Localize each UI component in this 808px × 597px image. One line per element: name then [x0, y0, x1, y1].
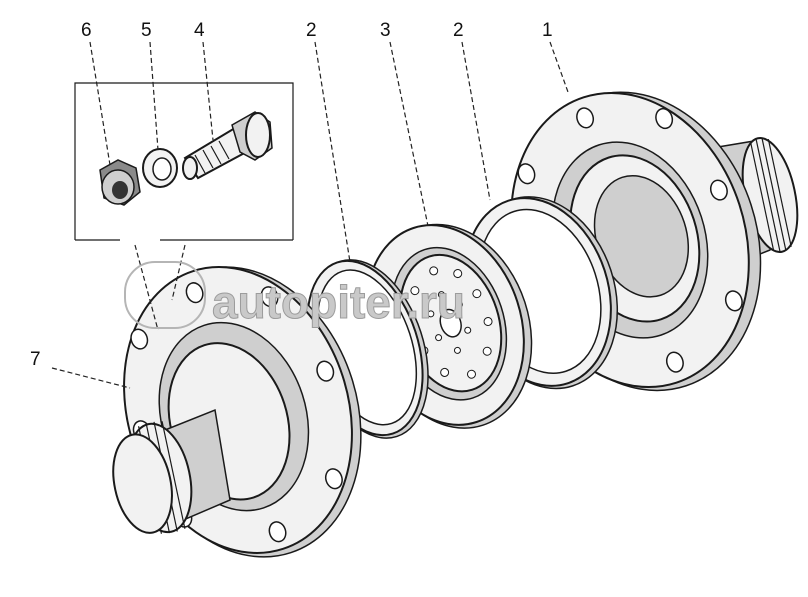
part-7-flange-left — [112, 266, 362, 558]
part-2-ring-right — [464, 196, 619, 390]
leader-lines — [51, 41, 569, 389]
watermark-text: autopiter.ru — [212, 276, 465, 328]
part-5-washer — [142, 148, 178, 188]
fastener-inset — [74, 82, 294, 241]
watermark: autopiter.ru — [124, 261, 466, 329]
callout-6: 6 — [81, 20, 92, 41]
callout-2-right: 2 — [453, 20, 464, 41]
callout-7: 7 — [30, 349, 41, 370]
callout-5: 5 — [141, 20, 152, 41]
watermark-logo-icon — [124, 261, 206, 329]
part-6-nut — [99, 159, 141, 206]
callout-2-left: 2 — [306, 20, 317, 41]
callout-1: 1 — [542, 20, 553, 41]
callout-3: 3 — [380, 20, 391, 41]
callout-4: 4 — [194, 20, 205, 41]
part-4-bolt — [182, 111, 273, 180]
